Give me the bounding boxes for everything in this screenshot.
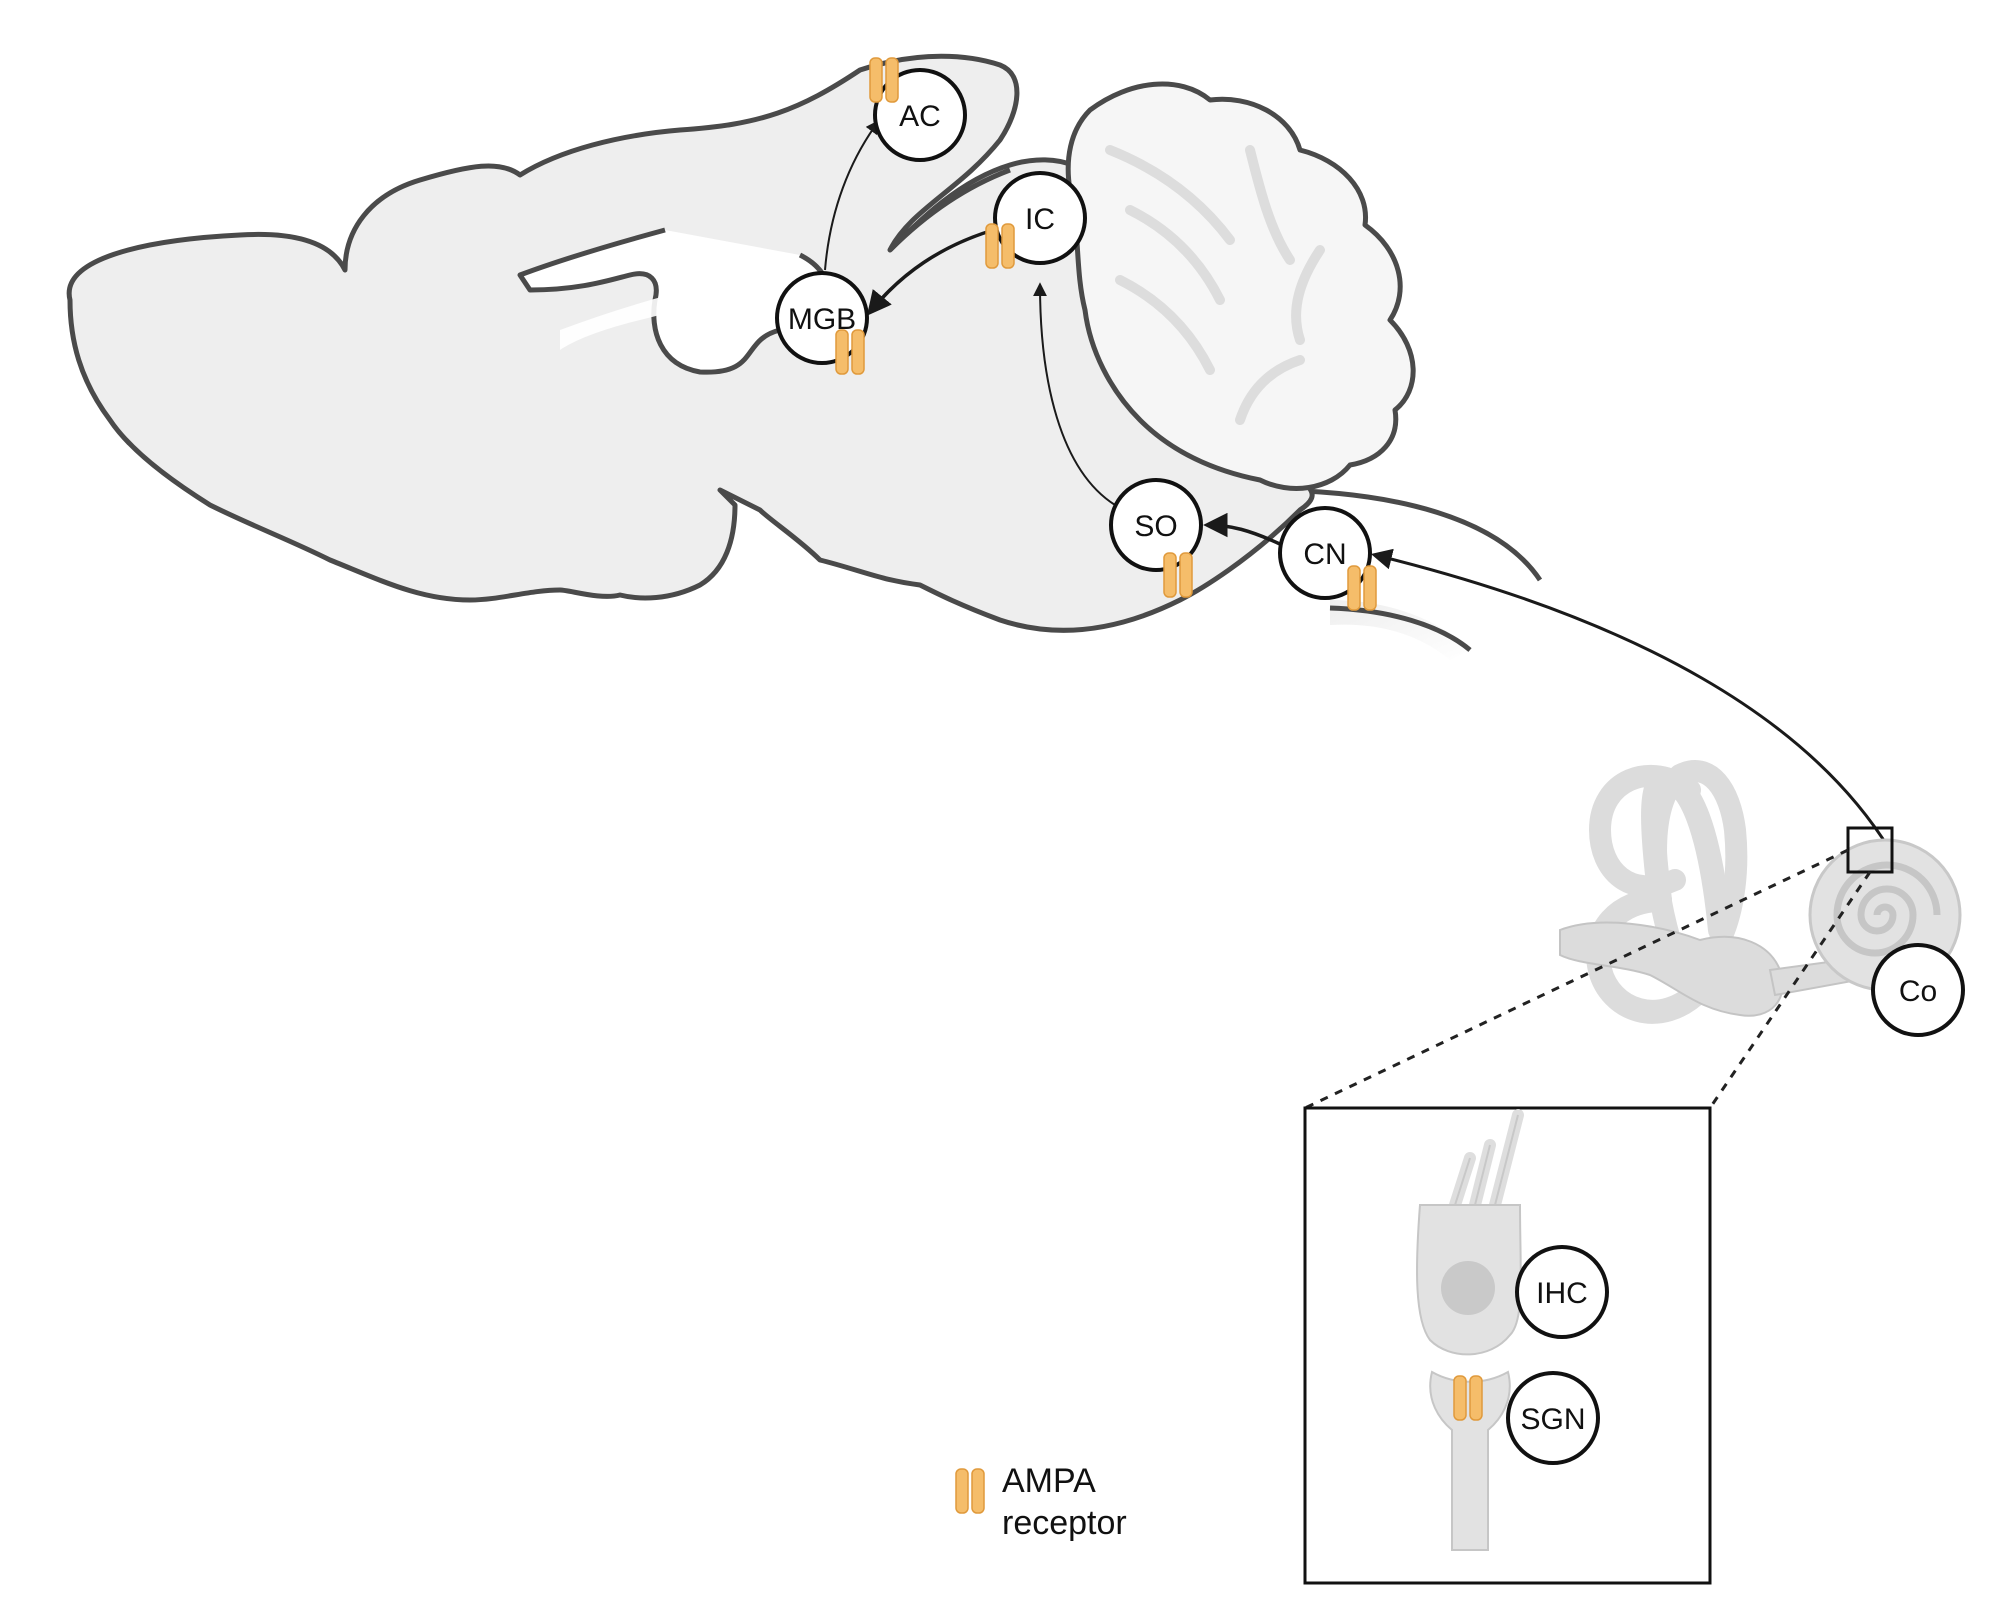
corpus-callosum-highlight [560, 265, 800, 350]
arrow-cn-to-so [1203, 512, 1283, 547]
node-so: SO [1109, 478, 1203, 572]
hippocampal-fold [888, 167, 1011, 252]
node-ic: IC [993, 171, 1087, 265]
node-ac-label: AC [899, 100, 941, 133]
brainstem-tail [1330, 600, 1470, 660]
inset-panel [1303, 1106, 1712, 1585]
cerebellum-folia-1 [1105, 145, 1325, 425]
node-sgn: SGN [1506, 1371, 1600, 1465]
zoom-connector-left [1304, 848, 1849, 1110]
node-ihc: IHC [1515, 1245, 1609, 1339]
legend-line-2: receptor [1002, 1504, 1127, 1542]
ampa-receptor-legend-icon [955, 1468, 985, 1514]
inner-hair-cell [1416, 1109, 1524, 1356]
stereocilia-outline [1454, 1114, 1519, 1206]
arrow-so-to-ic [1033, 282, 1116, 506]
arrow-ic-to-mgb [866, 226, 1001, 316]
arrow-cochlea-to-cn [1370, 548, 1892, 851]
vestibule [1559, 921, 1784, 1017]
hair-cell-nucleus [1441, 1261, 1495, 1315]
legend-line-1: AMPA [1002, 1462, 1096, 1500]
inner-ear [1559, 760, 1962, 1024]
node-co-label: Co [1899, 975, 1937, 1008]
legend: AMPA receptor [950, 1460, 1250, 1560]
semicircular-canal-top [1645, 760, 1748, 951]
node-so-label: SO [1134, 510, 1177, 543]
cochlea-spiral [1833, 861, 1941, 957]
node-sgn-label: SGN [1520, 1403, 1585, 1436]
node-cn-label: CN [1303, 538, 1346, 571]
arrow-mgb-to-ac [824, 119, 880, 271]
node-co: Co [1871, 943, 1965, 1037]
node-ic-label: IC [1025, 203, 1055, 236]
semicircular-canal-lateral [1586, 888, 1712, 1024]
cerebellum [1065, 81, 1416, 491]
legend-label: AMPA receptor [1002, 1460, 1127, 1544]
node-ihc-label: IHC [1536, 1277, 1588, 1310]
